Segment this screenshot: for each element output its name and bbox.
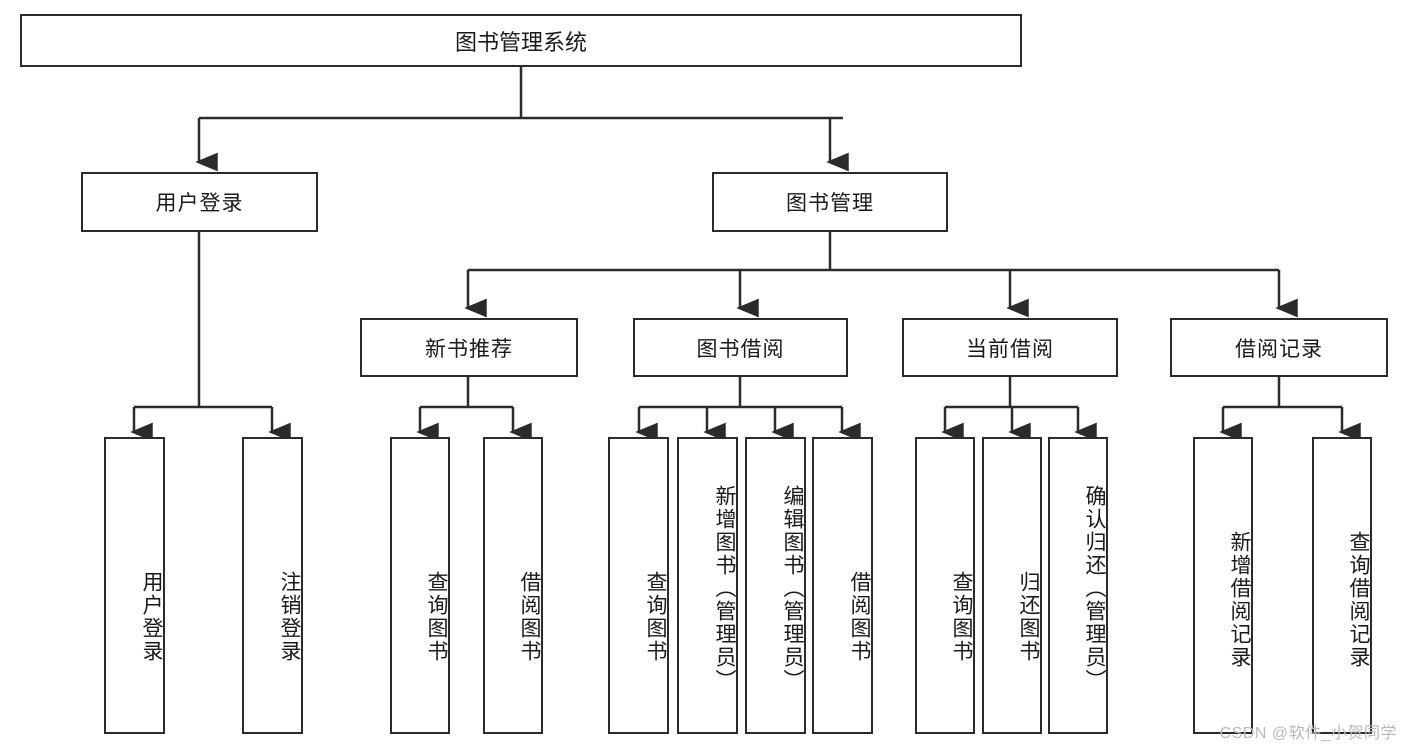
- node-label: 查询借阅记录: [1347, 530, 1370, 669]
- node-label: 新增借阅记录: [1228, 530, 1251, 669]
- leaf-borrow-book-recommend[interactable]: 借阅图书: [483, 437, 543, 734]
- node-user-login[interactable]: 用户登录: [81, 172, 318, 232]
- leaf-user-login[interactable]: 用户登录: [104, 437, 165, 734]
- leaf-add-book-admin[interactable]: 新增图书（管理员）: [677, 437, 738, 734]
- node-new-book-recommend[interactable]: 新书推荐: [360, 318, 578, 377]
- node-label: 用户登录: [140, 570, 163, 663]
- leaf-query-borrow-record[interactable]: 查询借阅记录: [1312, 437, 1372, 734]
- node-label: 借阅图书: [518, 570, 541, 663]
- leaf-add-borrow-record[interactable]: 新增借阅记录: [1193, 437, 1253, 734]
- node-label: 归还图书: [1017, 570, 1040, 663]
- leaf-confirm-return-admin[interactable]: 确认归还（管理员）: [1048, 437, 1108, 734]
- leaf-query-book-recommend[interactable]: 查询图书: [390, 437, 450, 734]
- node-label: 查询图书: [950, 570, 973, 663]
- node-current-borrow[interactable]: 当前借阅: [902, 318, 1118, 377]
- leaf-edit-book-admin[interactable]: 编辑图书（管理员）: [745, 437, 806, 734]
- leaf-user-logout[interactable]: 注销登录: [242, 437, 303, 734]
- node-book-management[interactable]: 图书管理: [712, 172, 948, 232]
- node-label: 图书借阅: [696, 337, 785, 361]
- node-book-borrow[interactable]: 图书借阅: [633, 318, 848, 377]
- node-label: 确认归还（管理员）: [1083, 485, 1106, 692]
- watermark: CSDN @软件_小贺同学: [1219, 725, 1397, 742]
- leaf-return-book[interactable]: 归还图书: [982, 437, 1042, 734]
- leaf-borrow-book[interactable]: 借阅图书: [812, 437, 873, 734]
- node-borrow-record[interactable]: 借阅记录: [1170, 318, 1388, 377]
- node-label: 借阅记录: [1235, 337, 1323, 361]
- leaf-query-book-current[interactable]: 查询图书: [915, 437, 975, 734]
- node-label: 新增图书（管理员）: [713, 485, 736, 692]
- node-label: 图书管理系统: [454, 29, 587, 55]
- node-book-management-system[interactable]: 图书管理系统: [20, 14, 1022, 67]
- node-label: 查询图书: [644, 570, 667, 663]
- node-label: 编辑图书（管理员）: [781, 485, 804, 692]
- node-label: 当前借阅: [966, 337, 1054, 361]
- node-label: 查询图书: [425, 570, 448, 663]
- node-label: 图书管理: [786, 192, 874, 215]
- node-label: 用户登录: [155, 192, 244, 215]
- node-label: 注销登录: [278, 570, 301, 663]
- node-label: 新书推荐: [425, 337, 513, 361]
- leaf-query-book[interactable]: 查询图书: [608, 437, 669, 734]
- node-label: 借阅图书: [848, 570, 871, 663]
